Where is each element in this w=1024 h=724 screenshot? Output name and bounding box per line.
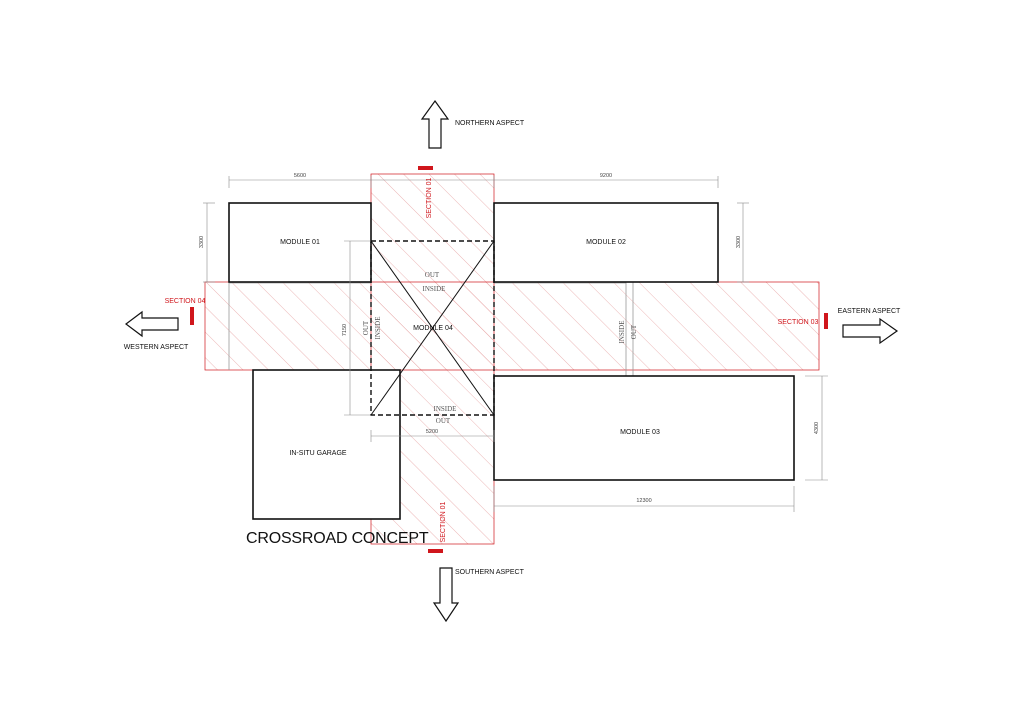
east-arrow-icon <box>842 317 899 345</box>
section-south-label: SECTION 01 <box>440 501 447 542</box>
dim-module04-width: 5200 <box>426 429 438 435</box>
section-markers <box>190 166 828 553</box>
dim-top-left: 5600 <box>294 173 306 179</box>
drawing-title: CROSSROAD CONCEPT <box>246 530 429 547</box>
section-east-marker <box>824 313 828 329</box>
module-02 <box>493 202 719 283</box>
dim-module04-height: 7150 <box>342 324 348 336</box>
out-bottom-note: OUT <box>436 417 451 425</box>
dim-module03-height: 4300 <box>814 422 820 434</box>
section-west-marker <box>190 307 194 325</box>
dim-right-height: 3300 <box>736 236 742 248</box>
dim-module03-width: 12300 <box>636 498 651 504</box>
section-west-label: SECTION 04 <box>165 298 206 305</box>
internal-wall-lines <box>228 282 634 376</box>
section-north-label: SECTION 01 <box>426 177 433 218</box>
south-aspect-label: SOUTHERN ASPECT <box>455 569 525 576</box>
module-03 <box>493 375 795 481</box>
module-04 <box>370 240 495 416</box>
inside-left-note: INSIDE <box>374 317 382 340</box>
section-north-marker <box>418 166 433 170</box>
module-01 <box>228 202 372 283</box>
section-east-label: SECTION 03 <box>778 319 819 326</box>
module-03-label: MODULE 03 <box>620 429 660 436</box>
out-top-note: OUT <box>425 271 440 279</box>
section-south-marker <box>428 549 443 553</box>
north-aspect-label: NORTHERN ASPECT <box>455 120 525 127</box>
dim-top-right: 9200 <box>600 173 612 179</box>
west-arrow-icon <box>125 310 179 338</box>
module-01-label: MODULE 01 <box>280 239 320 246</box>
inside-top-note: INSIDE <box>423 285 446 293</box>
module-02-label: MODULE 02 <box>586 239 626 246</box>
module-04-label: MODULE 04 <box>413 325 453 332</box>
south-arrow-icon <box>432 567 460 623</box>
east-aspect-label: EASTERN ASPECT <box>838 308 901 315</box>
east-west-corridor <box>204 281 820 371</box>
inside-right-note: INSIDE <box>618 321 626 344</box>
garage-label: IN-SITU GARAGE <box>289 450 347 457</box>
north-arrow-icon <box>420 99 450 149</box>
dim-left-height: 3300 <box>199 236 205 248</box>
out-left-note: OUT <box>362 320 370 335</box>
west-aspect-label: WESTERN ASPECT <box>124 344 189 351</box>
inside-bottom-note: INSIDE <box>434 405 457 413</box>
out-right-note: OUT <box>630 324 638 339</box>
dimension-lines <box>203 176 828 512</box>
in-situ-garage <box>252 369 401 520</box>
